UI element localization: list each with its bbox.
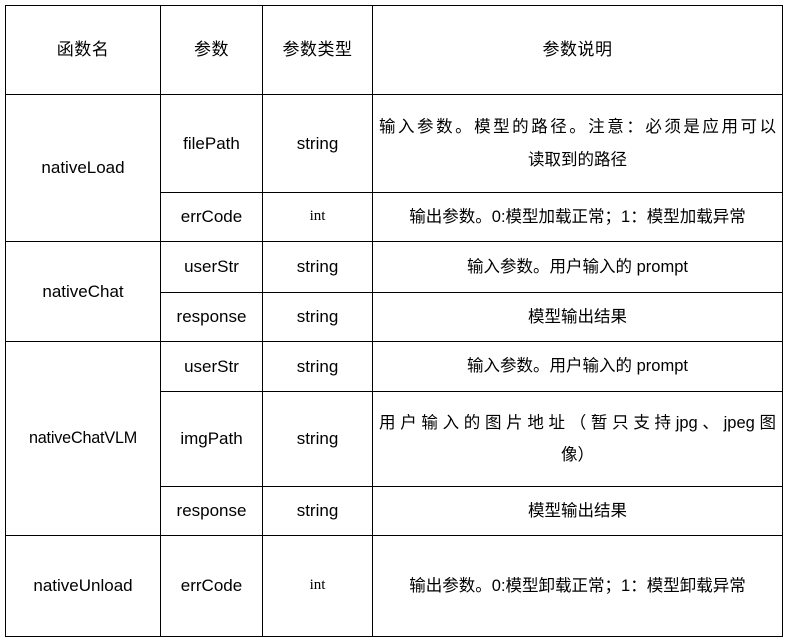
param-description-text: 输入参数。模型的路径。注意：必须是应用可以 读取到的路径 <box>373 107 782 179</box>
header-label-type: 参数类型 <box>282 40 353 60</box>
param-name-label: userStr <box>184 257 239 277</box>
header-label-description: 参数说明 <box>542 40 613 60</box>
function-name-label: nativeLoad <box>41 158 125 178</box>
param-description-cell: 输出参数。0:模型加载正常；1：模型加载异常 <box>372 192 783 242</box>
header-cell-function: 函数名 <box>5 5 161 95</box>
function-name-label: nativeChatVLM <box>28 429 138 448</box>
param-name-label: errCode <box>180 207 243 227</box>
function-name-cell: nativeChatVLM <box>5 341 161 536</box>
param-name-label: errCode <box>180 576 243 596</box>
param-type-cell: int <box>262 535 373 637</box>
param-description-text: 用户输入的图片地址（暂只支持jpg、jpeg图 像） <box>373 403 782 475</box>
api-function-table: 函数名 参数 参数类型 参数说明 nativeLoad filePath str… <box>5 5 783 637</box>
param-type-label: string <box>296 501 339 521</box>
param-description-text: 输入参数。用户输入的 prompt <box>467 357 688 376</box>
table-row: response string 模型输出结果 <box>6 486 783 536</box>
param-type-cell: string <box>262 292 373 342</box>
param-name-cell: imgPath <box>160 391 263 487</box>
header-label-function: 函数名 <box>56 40 110 60</box>
api-function-table-container: 函数名 参数 参数类型 参数说明 nativeLoad filePath str… <box>5 5 783 637</box>
table-row: nativeUnload errCode int 输出参数。0:模型卸载正常；1… <box>5 535 783 637</box>
description-line-2: 像） <box>561 446 594 464</box>
function-name-label: nativeUnload <box>33 576 133 596</box>
param-name-label: response <box>176 501 247 521</box>
param-description-text: 模型输出结果 <box>528 307 627 326</box>
table-row: nativeChat userStr string 输入参数。用户输入的 pro… <box>5 241 783 342</box>
param-description-cell: 输出参数。0:模型卸载正常；1：模型卸载异常 <box>372 535 783 637</box>
param-name-cell: filePath <box>160 94 263 193</box>
function-name-cell: nativeUnload <box>5 535 161 637</box>
param-description-cell: 输入参数。用户输入的 prompt <box>372 241 783 293</box>
param-type-label: string <box>296 429 339 449</box>
description-line-1: 用户输入的图片地址（暂只支持jpg、jpeg图 <box>379 413 776 432</box>
param-name-label: userStr <box>184 356 239 376</box>
param-type-cell: string <box>262 94 373 193</box>
param-name-label: response <box>176 307 247 327</box>
param-description-cell: 模型输出结果 <box>372 486 783 536</box>
param-description-text: 输出参数。0:模型加载正常；1：模型加载异常 <box>409 207 746 226</box>
function-name-cell: nativeChat <box>5 241 161 342</box>
table-row: nativeChatVLM userStr string 输入参数。用户输入的 … <box>5 341 783 536</box>
table-header-row: 函数名 参数 参数类型 参数说明 <box>5 5 783 95</box>
header-cell-type: 参数类型 <box>262 5 373 95</box>
param-name-cell: errCode <box>160 535 263 637</box>
description-line-2: 读取到的路径 <box>528 150 627 169</box>
header-cell-description: 参数说明 <box>372 5 783 95</box>
param-description-cell: 用户输入的图片地址（暂只支持jpg、jpeg图 像） <box>372 391 783 487</box>
param-type-cell: string <box>262 241 373 293</box>
param-name-cell: response <box>160 486 263 536</box>
param-type-label: string <box>296 257 339 277</box>
param-type-label: int <box>309 208 326 225</box>
param-name-cell: response <box>160 292 263 342</box>
table-row: errCode int 输出参数。0:模型加载正常；1：模型加载异常 <box>6 192 783 242</box>
header-cell-param: 参数 <box>160 5 263 95</box>
param-type-cell: string <box>262 341 373 392</box>
param-name-cell: userStr <box>160 241 263 293</box>
table-body: 函数名 参数 参数类型 参数说明 nativeLoad filePath str… <box>5 5 783 637</box>
param-name-label: filePath <box>183 133 240 153</box>
param-description-cell: 模型输出结果 <box>372 292 783 342</box>
table-row: imgPath string 用户输入的图片地址（暂只支持jpg、jpeg图 像… <box>6 391 783 487</box>
table-row: nativeLoad filePath string 输入参数。模型的路径。注意… <box>5 94 783 242</box>
param-type-label: string <box>296 133 339 153</box>
param-type-cell: int <box>262 192 373 242</box>
param-type-cell: string <box>262 391 373 487</box>
table-row: response string 模型输出结果 <box>6 292 783 342</box>
param-type-label: string <box>296 307 339 327</box>
header-label-param: 参数 <box>194 40 229 60</box>
param-description-cell: 输入参数。模型的路径。注意：必须是应用可以 读取到的路径 <box>372 94 783 193</box>
param-description-cell: 输入参数。用户输入的 prompt <box>372 341 783 392</box>
param-name-cell: userStr <box>160 341 263 392</box>
param-type-cell: string <box>262 486 373 536</box>
function-name-cell: nativeLoad <box>5 94 161 242</box>
param-name-cell: errCode <box>160 192 263 242</box>
param-name-label: imgPath <box>180 429 243 449</box>
param-type-label: string <box>296 356 339 376</box>
param-type-label: int <box>309 577 326 594</box>
param-description-text: 模型输出结果 <box>528 501 627 520</box>
param-description-text: 输入参数。用户输入的 prompt <box>467 257 688 276</box>
description-line-1: 输入参数。模型的路径。注意：必须是应用可以 <box>379 118 776 137</box>
param-description-text: 输出参数。0:模型卸载正常；1：模型卸载异常 <box>409 576 746 595</box>
function-name-label: nativeChat <box>42 281 124 301</box>
